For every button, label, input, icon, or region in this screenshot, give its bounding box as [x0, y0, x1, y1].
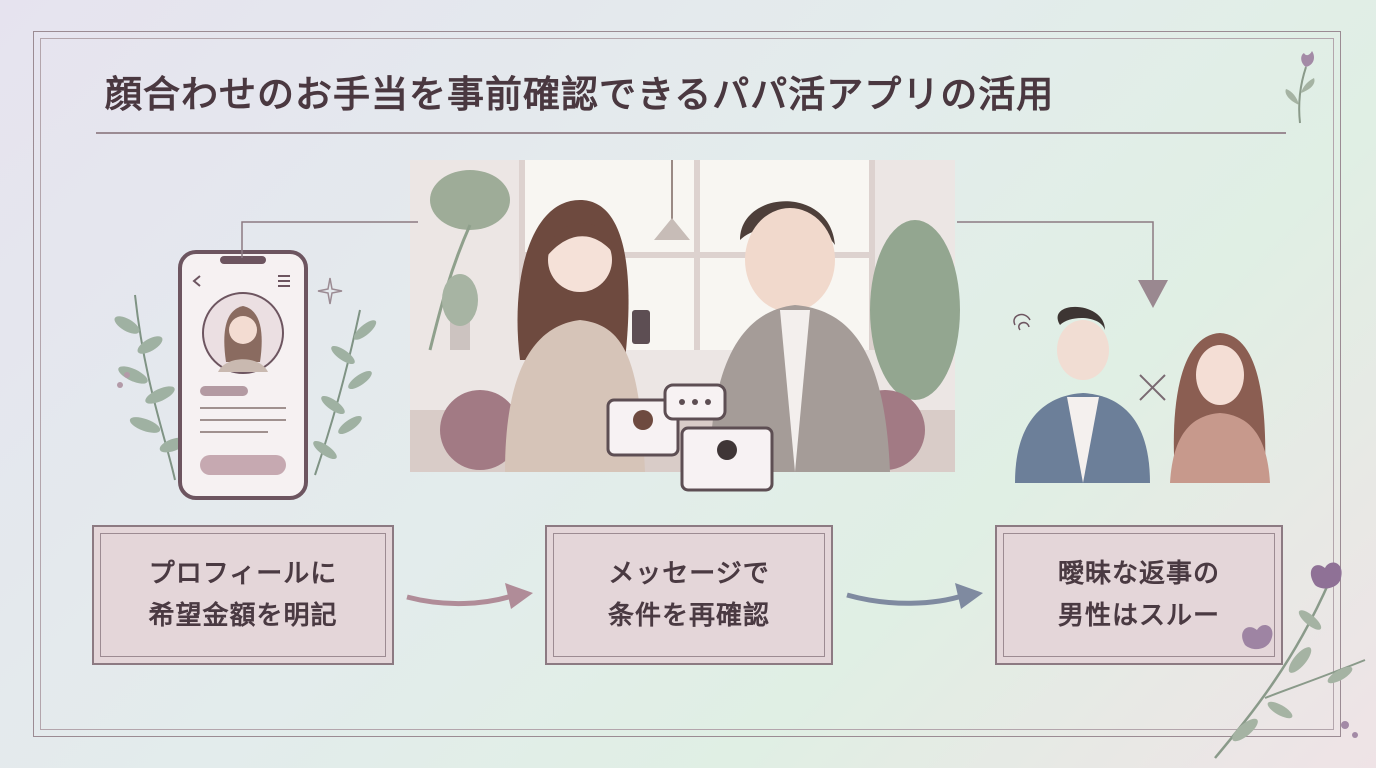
step-1-line-2: 希望金額を明記	[148, 601, 338, 631]
rejected-couple-illustration	[1013, 306, 1270, 483]
leaf-branch-right-icon	[313, 309, 377, 476]
sparkle-icon	[317, 277, 343, 305]
inner-frame	[40, 38, 1334, 730]
flower-sprig-icon	[1285, 51, 1315, 124]
page-title: 顔合わせのお手当を事前確認できるパパ活アプリの活用	[105, 72, 1055, 116]
step-box-3: 曖昧な返事の 男性はスルー	[995, 525, 1283, 665]
connector-line-left	[241, 221, 418, 258]
flower-branch-icon	[1214, 562, 1366, 759]
step-3-line-2: 男性はスルー	[1057, 601, 1220, 631]
step-3-line-1: 曖昧な返事の	[1057, 559, 1220, 589]
step-box-2: メッセージで 条件を再確認	[545, 525, 833, 665]
connector-arrow-right	[957, 221, 1168, 308]
smartphone-icon	[178, 250, 308, 500]
flow-arrow-1-icon	[406, 583, 533, 609]
step-1-line-1: プロフィールに	[148, 559, 338, 589]
outer-frame	[33, 31, 1341, 737]
flow-arrow-2-icon	[846, 583, 983, 609]
step-box-1: プロフィールに 希望金額を明記	[92, 525, 394, 665]
cafe-scene-illustration	[410, 160, 960, 492]
step-2-line-1: メッセージで	[608, 559, 770, 589]
leaf-branch-left-icon	[114, 294, 187, 481]
title-underline	[96, 132, 1286, 134]
step-2-line-2: 条件を再確認	[607, 601, 770, 631]
